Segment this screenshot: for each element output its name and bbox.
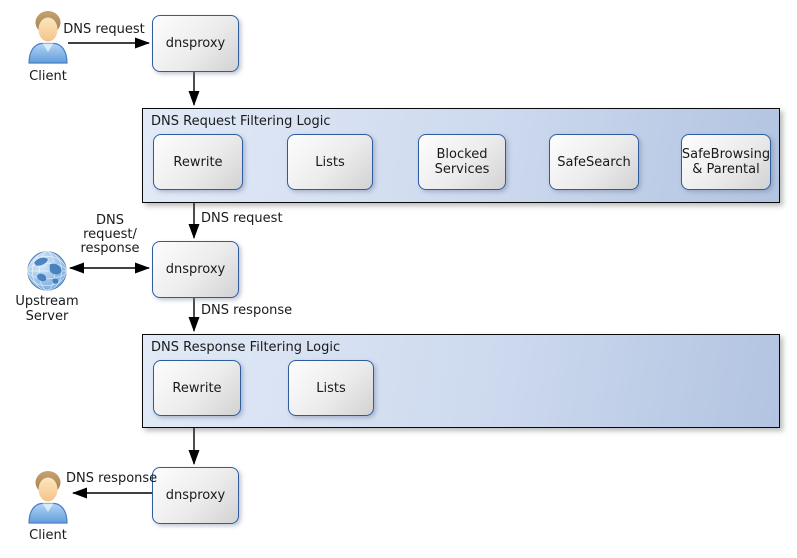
client-request-label: DNS request bbox=[63, 22, 145, 37]
req-rewrite-label: Rewrite bbox=[173, 154, 223, 170]
upstream-globe-icon bbox=[25, 249, 69, 293]
dnsproxy-top-node: dnsproxy bbox=[152, 15, 239, 72]
resp-rewrite-label: Rewrite bbox=[172, 380, 222, 396]
upstream-exchange-label: DNS request/ response bbox=[80, 213, 140, 256]
req-blocked-services-label: Blocked Services bbox=[434, 147, 490, 177]
req-safesearch-label: SafeSearch bbox=[557, 154, 631, 170]
client-bottom-label: Client bbox=[29, 528, 67, 543]
dnsproxy-bottom-node: dnsproxy bbox=[152, 467, 239, 524]
client-response-label: DNS response bbox=[66, 471, 158, 486]
response-filtering-container: DNS Response Filtering Logic Rewrite Lis… bbox=[142, 334, 780, 428]
req-blocked-services-box: Blocked Services bbox=[418, 134, 506, 190]
client-top-person-icon bbox=[24, 9, 72, 65]
dnsproxy-top-node-label: dnsproxy bbox=[165, 36, 226, 51]
filtered-request-label: DNS request bbox=[201, 211, 283, 226]
client-bottom-person-icon bbox=[24, 469, 72, 525]
dnsproxy-middle-node-label: dnsproxy bbox=[165, 262, 226, 277]
req-safebrowsing-label: SafeBrowsing & Parental bbox=[681, 147, 771, 177]
resp-rewrite-box: Rewrite bbox=[153, 360, 241, 416]
req-lists-label: Lists bbox=[315, 154, 345, 170]
req-lists-box: Lists bbox=[287, 134, 373, 190]
req-rewrite-box: Rewrite bbox=[153, 134, 243, 190]
client-top-label: Client bbox=[29, 69, 67, 84]
upstream-label: Upstream Server bbox=[15, 294, 79, 324]
resp-lists-box: Lists bbox=[288, 360, 374, 416]
request-filtering-container: DNS Request Filtering Logic Rewrite List… bbox=[142, 108, 780, 203]
proxy-response-label: DNS response bbox=[201, 303, 293, 318]
dnsproxy-bottom-node-label: dnsproxy bbox=[165, 488, 226, 503]
resp-lists-label: Lists bbox=[316, 380, 346, 396]
req-safebrowsing-box: SafeBrowsing & Parental bbox=[681, 134, 771, 190]
dnsproxy-middle-node: dnsproxy bbox=[152, 241, 239, 298]
req-safesearch-box: SafeSearch bbox=[549, 134, 639, 190]
response-filtering-title: DNS Response Filtering Logic bbox=[151, 340, 341, 355]
request-filtering-title: DNS Request Filtering Logic bbox=[151, 114, 331, 129]
